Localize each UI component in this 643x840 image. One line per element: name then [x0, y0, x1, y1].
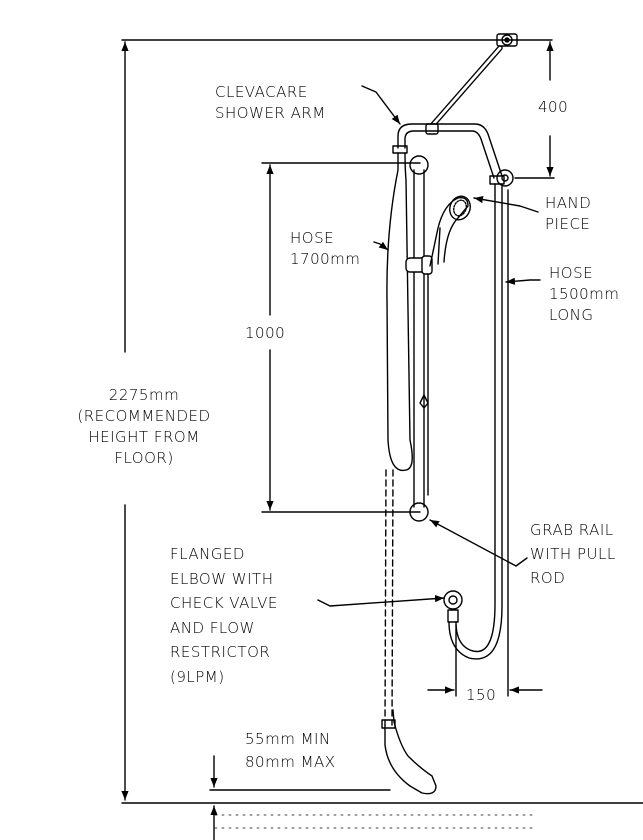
grab-rail-label: GRAB RAIL WITH PULL ROD — [530, 521, 616, 587]
hand-piece — [405, 195, 471, 275]
hose-1500 — [448, 183, 503, 660]
overall-height-label: 2275mm (RECOMMENDED HEIGHT FROM FLOOR) — [77, 386, 211, 467]
hose-1700-label: HOSE 1700mm — [290, 229, 361, 268]
support-stay — [425, 33, 518, 135]
rail-length-dimension — [261, 162, 421, 513]
grab-rail — [409, 155, 429, 522]
shower-arm — [392, 123, 514, 187]
offset-dimension — [427, 189, 543, 697]
arm-drop-dimension-label: 400 — [538, 97, 569, 118]
shower-arm-label: CLEVACARE SHOWER ARM — [215, 83, 326, 122]
hose-1500-label: HOSE 1500mm LONG — [549, 264, 620, 324]
spout-height-dimension — [209, 755, 391, 840]
rail-length-dimension-label: 1000 — [245, 323, 286, 344]
overall-height-dimension — [121, 39, 553, 801]
offset-dimension-label: 150 — [466, 685, 497, 706]
floor-line — [121, 802, 643, 829]
spout-height-label: 55mm MIN 80mm MAX — [245, 730, 336, 771]
hand-piece-label: HAND PIECE — [545, 194, 592, 233]
flanged-elbow — [443, 590, 463, 623]
arm-drop-dimension — [514, 41, 555, 179]
flanged-elbow-label: FLANGED ELBOW WITH CHECK VALVE AND FLOW … — [170, 545, 278, 686]
leader-lines — [317, 85, 541, 607]
hose-1700 — [381, 152, 437, 795]
